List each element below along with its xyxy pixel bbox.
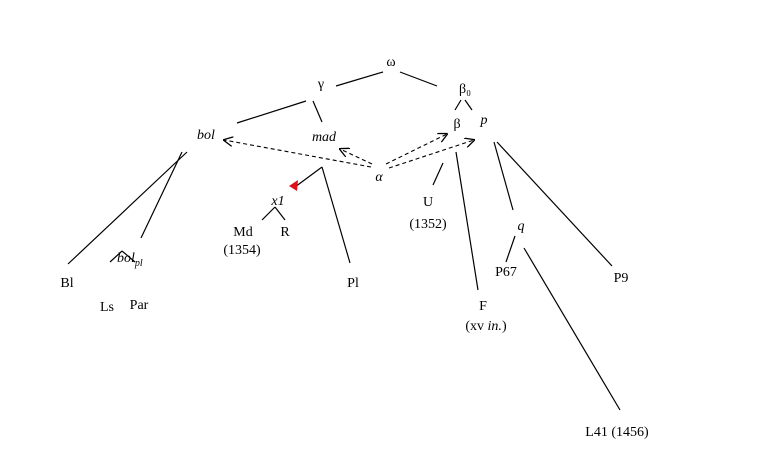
edge-gamma-bol: [236, 100, 307, 124]
red-marker: [289, 180, 298, 191]
node-Md-date: (1354): [223, 243, 261, 258]
node-Bl: Bl: [60, 276, 73, 291]
node-P9: P9: [614, 271, 629, 286]
edge-p-P9: [496, 141, 613, 267]
edge-alpha-x1: [294, 166, 323, 188]
node-beta0: β₀: [459, 82, 471, 97]
node-F-date: (xv in.): [465, 319, 507, 334]
arrow-alpha-beta: [385, 134, 447, 165]
edge-omega-gamma: [335, 71, 384, 87]
edge-x1-Md: [261, 206, 276, 221]
node-R: R: [280, 225, 290, 240]
edge-bol-bolpl: [140, 151, 183, 239]
node-Pl: Pl: [347, 276, 359, 291]
edge-alpha-Pl: [321, 166, 351, 264]
node-p: p: [480, 113, 488, 128]
edge-p-q: [493, 141, 514, 211]
edge-x1-R: [274, 206, 286, 221]
edge-beta0-p: [464, 99, 473, 111]
node-U-date: (1352): [409, 217, 447, 232]
edge-beta0-beta: [454, 99, 462, 111]
node-Par: Par: [130, 298, 149, 313]
edge-beta-F: [455, 151, 479, 291]
tree-edges: [67, 71, 621, 411]
node-Ls: Ls: [100, 300, 114, 315]
node-bolpl: bolpl: [117, 251, 143, 269]
node-P67: P67: [495, 265, 517, 280]
node-gamma: γ: [317, 77, 324, 92]
edge-bolpl-Par: [121, 250, 136, 263]
node-F-date-italic: in.: [488, 319, 502, 334]
node-F-date-suffix: ): [502, 319, 507, 334]
node-bolpl-sub: pl: [134, 258, 143, 269]
node-beta: β: [453, 117, 460, 132]
node-bol: bol: [197, 128, 215, 143]
arrow-alpha-p: [388, 140, 474, 169]
node-bolpl-base: bol: [117, 251, 135, 266]
node-x1: x1: [270, 194, 284, 209]
edge-beta-U: [432, 162, 444, 186]
edge-q-P67: [505, 235, 516, 263]
node-U: U: [423, 195, 433, 210]
edge-gamma-mad: [312, 100, 323, 123]
node-Md: Md: [233, 225, 252, 240]
edge-bolpl-Ls: [109, 250, 123, 263]
node-labels: ω γ β₀ bol mad β p α x1 Md (1354) R U (1…: [60, 55, 649, 440]
node-alpha: α: [375, 170, 383, 185]
node-F-date-prefix: (xv: [465, 319, 487, 334]
arrow-alpha-bol: [224, 140, 372, 168]
edge-omega-beta0: [399, 71, 438, 87]
node-q: q: [518, 219, 525, 234]
edge-bol-Bl: [67, 151, 188, 265]
node-F: F: [479, 299, 487, 314]
node-L41: L41 (1456): [585, 425, 649, 440]
node-mad: mad: [312, 130, 337, 145]
node-omega: ω: [386, 55, 395, 70]
arrow-alpha-mad: [340, 149, 373, 165]
contamination-arrows: [224, 134, 474, 169]
edge-q-L41: [523, 247, 621, 411]
